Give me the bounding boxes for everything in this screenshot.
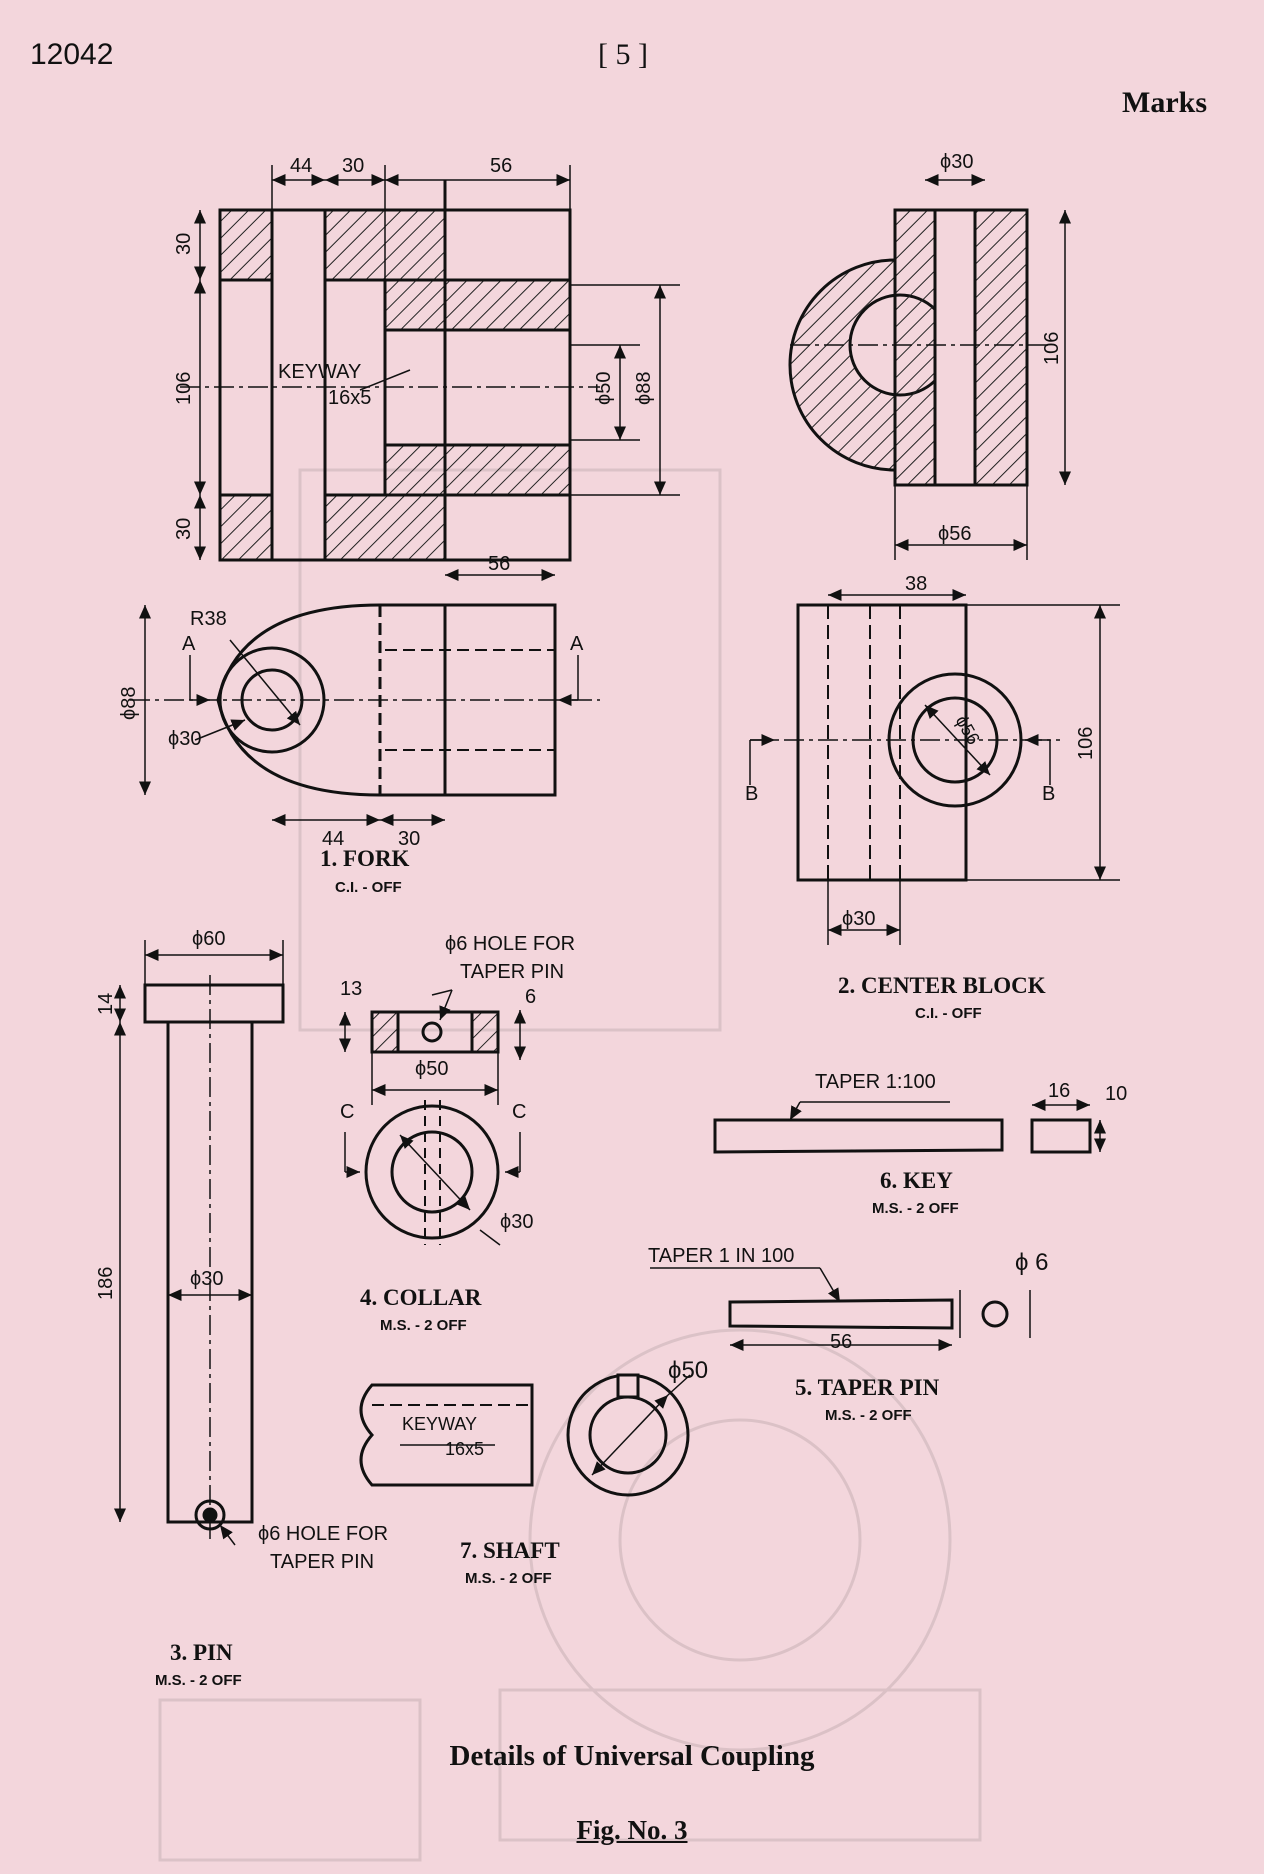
pin-hole-note-line1: ϕ6 HOLE FOR bbox=[258, 1523, 388, 1545]
fork-side-dim-phi30: ϕ30 bbox=[168, 728, 201, 750]
collar-hole-note-line1: ϕ6 HOLE FOR bbox=[445, 933, 575, 955]
center-block-dim-106-top: 106 bbox=[1041, 332, 1063, 365]
pin-dim-phi60: ϕ60 bbox=[192, 928, 225, 950]
center-block-dims-top bbox=[790, 174, 1071, 560]
shaft-dims bbox=[400, 1374, 691, 1476]
collar-hole-note-line2: TAPER PIN bbox=[460, 961, 564, 983]
fork-dim-phi50: ϕ50 bbox=[593, 372, 615, 405]
pin-material: M.S. - 2 OFF bbox=[155, 1672, 242, 1689]
shaft-keyway-label: KEYWAY bbox=[402, 1414, 477, 1434]
center-block-front-view bbox=[796, 603, 1023, 882]
marks-label: Marks bbox=[1122, 86, 1207, 119]
collar-material: M.S. - 2 OFF bbox=[380, 1317, 467, 1334]
fork-dimensions bbox=[180, 165, 680, 560]
paper-code: 12042 bbox=[30, 38, 114, 71]
taper-pin-views bbox=[728, 1298, 1009, 1330]
fork-dim-106: 106 bbox=[173, 372, 195, 405]
show-through-ghost bbox=[158, 468, 982, 1862]
fork-section-a-left: A bbox=[182, 633, 196, 655]
key-material: M.S. - 2 OFF bbox=[872, 1200, 959, 1217]
fork-dim-r38: R38 bbox=[190, 608, 227, 630]
collar-views bbox=[364, 1010, 500, 1245]
center-block-dim-phi56-circle: ϕ56 bbox=[952, 712, 984, 748]
key-dims bbox=[789, 1099, 1106, 1152]
fork-dim-phi88: ϕ88 bbox=[633, 372, 655, 405]
center-block-dim-phi30: ϕ30 bbox=[842, 908, 875, 930]
fork-material: C.I. - OFF bbox=[335, 879, 402, 896]
collar-dims bbox=[339, 989, 526, 1246]
center-block-dim-38: 38 bbox=[905, 573, 927, 595]
taper-pin-dim-56: 56 bbox=[830, 1331, 852, 1353]
collar-dim-phi30: ϕ30 bbox=[500, 1211, 533, 1233]
shaft-title: 7. SHAFT bbox=[460, 1538, 560, 1563]
page-number: [ 5 ] bbox=[598, 38, 648, 71]
fork-dim-30-bottom: 30 bbox=[173, 518, 195, 540]
pin-hole-note-line2: TAPER PIN bbox=[270, 1551, 374, 1573]
center-block-section-b-right: B bbox=[1042, 783, 1055, 805]
fork-side-dim-30: 30 bbox=[398, 828, 420, 850]
fork-keyway-size: 16x5 bbox=[328, 387, 371, 409]
fork-side-dim-phi88: ϕ88 bbox=[118, 687, 140, 720]
shaft-dim-phi50: ϕ50 bbox=[668, 1357, 708, 1384]
key-taper-note: TAPER 1:100 bbox=[815, 1071, 936, 1093]
taper-pin-material: M.S. - 2 OFF bbox=[825, 1407, 912, 1424]
pin-title: 3. PIN bbox=[170, 1640, 233, 1665]
center-block-section-b-left: B bbox=[745, 783, 758, 805]
collar-dim-phi50: ϕ50 bbox=[415, 1058, 448, 1080]
fork-side-dims bbox=[130, 569, 600, 826]
shaft-material: M.S. - 2 OFF bbox=[465, 1570, 552, 1587]
taper-pin-dims bbox=[650, 1267, 1031, 1351]
collar-section-c-right: C bbox=[512, 1101, 526, 1123]
collar-dim-13: 13 bbox=[340, 978, 362, 1000]
pin-dim-14: 14 bbox=[95, 993, 117, 1015]
fork-side-dim-44: 44 bbox=[322, 828, 344, 850]
figure-number: Fig. No. 3 bbox=[576, 1815, 688, 1845]
center-block-dim-phi30-top: ϕ30 bbox=[940, 151, 973, 173]
figure-title: Details of Universal Coupling bbox=[449, 1740, 815, 1772]
collar-dim-6: 6 bbox=[525, 986, 536, 1008]
key-dim-16: 16 bbox=[1048, 1080, 1070, 1102]
fork-side-dim-56: 56 bbox=[488, 553, 510, 575]
pin-view bbox=[143, 975, 285, 1540]
key-views bbox=[713, 1118, 1092, 1154]
shaft-keyway-size: 16x5 bbox=[445, 1439, 484, 1459]
center-block-dim-106: 106 bbox=[1075, 727, 1097, 760]
center-block-material: C.I. - OFF bbox=[915, 1005, 982, 1022]
pin-dim-phi30: ϕ30 bbox=[190, 1268, 223, 1290]
center-block-section bbox=[788, 208, 1029, 487]
taper-pin-title: 5. TAPER PIN bbox=[795, 1375, 940, 1400]
fork-section-a-right: A bbox=[570, 633, 584, 655]
pin-dims bbox=[114, 940, 284, 1546]
center-block-title: 2. CENTER BLOCK bbox=[838, 973, 1046, 998]
collar-section-c-left: C bbox=[340, 1101, 354, 1123]
taper-pin-dim-phi6: ϕ 6 bbox=[1015, 1249, 1048, 1276]
key-title: 6. KEY bbox=[880, 1168, 953, 1193]
key-dim-10: 10 bbox=[1105, 1083, 1127, 1105]
center-block-dim-phi56: ϕ56 bbox=[938, 523, 971, 545]
fork-dim-30: 30 bbox=[342, 155, 364, 177]
fork-dim-30-top: 30 bbox=[173, 233, 195, 255]
taper-pin-taper-note: TAPER 1 IN 100 bbox=[648, 1245, 794, 1267]
pin-dim-186: 186 bbox=[95, 1267, 117, 1300]
center-block-front-dims bbox=[749, 589, 1120, 945]
fork-dim-56: 56 bbox=[490, 155, 512, 177]
fork-title: 1. FORK bbox=[320, 846, 410, 871]
fork-dim-44: 44 bbox=[290, 155, 312, 177]
collar-title: 4. COLLAR bbox=[360, 1285, 482, 1310]
fork-sectional-view bbox=[218, 180, 572, 562]
fork-keyway-label: KEYWAY bbox=[278, 361, 361, 383]
